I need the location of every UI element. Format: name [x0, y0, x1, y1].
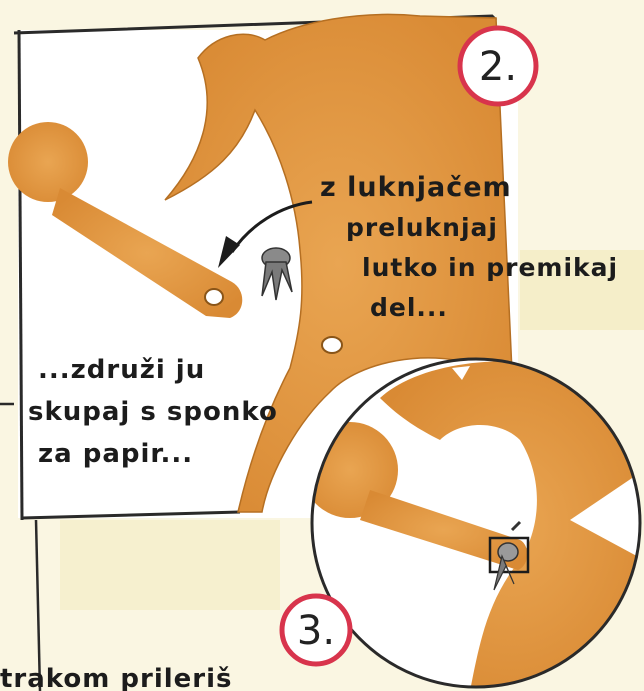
- step-2-line-1: z luknjačem: [320, 172, 512, 203]
- step-2-line-3: lutko in premikaj: [362, 253, 618, 282]
- step-2-number: 2.: [479, 44, 517, 90]
- step-3-badge: 3.: [282, 596, 350, 664]
- background-wash: [60, 520, 280, 610]
- step-2-line-4: del...: [370, 293, 448, 322]
- caption-line-1: ...združi ju: [38, 355, 205, 385]
- step-2-badge: 2.: [460, 28, 536, 104]
- hole-body: [322, 337, 342, 353]
- caption-line-3: za papir...: [38, 439, 193, 469]
- step-2-line-2: preluknjaj: [346, 213, 498, 242]
- caption-line-2: skupaj s sponko: [28, 397, 278, 427]
- step-3-number: 3.: [297, 608, 335, 654]
- footer-text: trakom prileriš: [0, 664, 233, 691]
- hole-arm: [205, 289, 223, 305]
